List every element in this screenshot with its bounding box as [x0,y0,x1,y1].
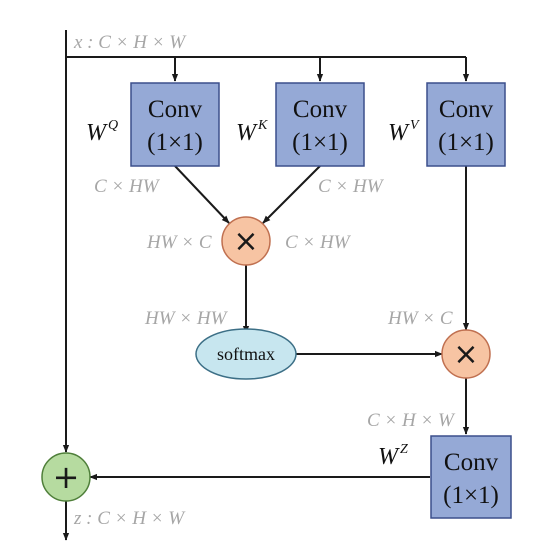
mult1-left-shape: HW × C [146,232,212,253]
conv-q-rect [130,82,220,167]
arrow-q-to-mult [174,165,230,224]
multiply-2-icon: × [453,337,478,372]
arrow-k-to-mult [262,165,321,224]
q-output-shape: C × HW [94,176,161,197]
conv-k-line2: (1×1) [292,129,348,156]
conv-z-line1: Conv [444,449,499,476]
multiply-2-circle [441,329,491,379]
multiply-node-2: × [441,329,491,379]
conv-box-k: Conv (1×1) [275,82,365,167]
conv-z-line2: (1×1) [443,482,499,509]
mult1-output-shape: HW × HW [144,308,229,329]
softmax-node: softmax [195,328,297,380]
conv-q-line1: Conv [148,96,203,123]
conv-k-rect [275,82,365,167]
add-node: + [41,452,91,502]
conv-k-line1: Conv [293,96,348,123]
add-circle [41,452,91,502]
v-output-shape: HW × C [387,308,453,329]
conv-v-line2: (1×1) [438,129,494,156]
output-shape-label: z : C × H × W [73,508,186,529]
multiply-node-1: × [221,216,271,266]
connectors [62,30,470,541]
input-shape-label: x : C × H × W [73,32,187,53]
conv-box-q: Conv (1×1) [130,82,220,167]
multiply-1-circle [221,216,271,266]
conv-v-line1: Conv [439,96,494,123]
conv-box-v: Conv (1×1) [426,82,506,167]
conv-z-rect [430,435,512,519]
multiply-1-icon: × [233,224,258,259]
softmax-label: softmax [217,344,275,364]
mult2-output-shape: C × H × W [367,410,456,431]
mult1-right-shape: C × HW [285,232,352,253]
conv-q-line2: (1×1) [147,129,203,156]
k-output-shape: C × HW [318,176,385,197]
conv-box-z: Conv (1×1) [430,435,512,519]
conv-v-rect [426,82,506,167]
add-icon: + [53,458,80,496]
softmax-ellipse [195,328,297,380]
